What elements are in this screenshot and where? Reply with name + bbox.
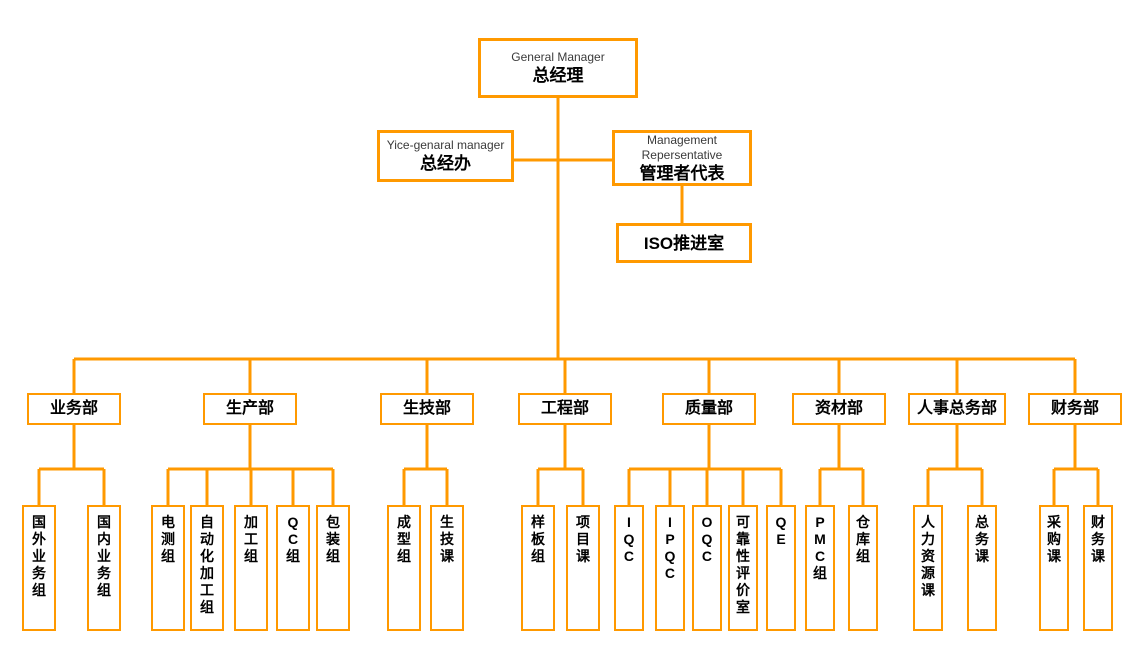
dept-label-production: 生产部 xyxy=(225,400,274,417)
leaf-label-hr-1: 总务课 xyxy=(975,514,989,564)
leaf-node-production-1[interactable]: 自动化加工组 xyxy=(190,505,224,631)
dept-label-engineering: 工程部 xyxy=(540,400,589,417)
leaf-node-finance-1[interactable]: 财务课 xyxy=(1083,505,1113,631)
leaf-node-production-4[interactable]: 包装组 xyxy=(316,505,350,631)
leaf-node-engineering-0[interactable]: 样板组 xyxy=(521,505,555,631)
dept-label-business: 业务部 xyxy=(49,400,98,417)
leaf-node-engineering-1[interactable]: 项目课 xyxy=(566,505,600,631)
vice-general-manager-zh-label: 总经办 xyxy=(420,154,471,173)
node-general-manager[interactable]: General Manager 总经理 xyxy=(478,38,638,98)
leaf-node-tech-1[interactable]: 生技课 xyxy=(430,505,464,631)
dept-label-hr: 人事总务部 xyxy=(916,400,997,417)
leaf-label-tech-1: 生技课 xyxy=(440,514,454,564)
leaf-label-quality-3: 可靠性评价室 xyxy=(736,514,750,615)
leaf-node-business-1[interactable]: 国内业务组 xyxy=(87,505,121,631)
node-iso-office[interactable]: ISO推进室 xyxy=(616,223,752,263)
management-representative-en-label: Management Repersentative xyxy=(641,132,723,162)
iso-office-label: ISO推进室 xyxy=(643,233,725,253)
node-vice-general-manager[interactable]: Yice-genaral manager 总经办 xyxy=(377,130,514,182)
leaf-label-production-0: 电测组 xyxy=(161,514,175,564)
leaf-node-production-0[interactable]: 电测组 xyxy=(151,505,185,631)
leaf-label-business-1: 国内业务组 xyxy=(97,514,111,598)
dept-node-tech[interactable]: 生技部 xyxy=(380,393,474,425)
leaf-node-finance-0[interactable]: 采购课 xyxy=(1039,505,1069,631)
dept-node-finance[interactable]: 财务部 xyxy=(1028,393,1122,425)
leaf-label-engineering-1: 项目课 xyxy=(576,514,590,564)
leaf-node-hr-1[interactable]: 总务课 xyxy=(967,505,997,631)
leaf-node-hr-0[interactable]: 人力资源课 xyxy=(913,505,943,631)
leaf-label-hr-0: 人力资源课 xyxy=(921,514,935,598)
leaf-label-engineering-0: 样板组 xyxy=(531,514,545,564)
dept-node-engineering[interactable]: 工程部 xyxy=(518,393,612,425)
leaf-label-materials-1: 仓库组 xyxy=(856,514,870,564)
dept-label-materials: 资材部 xyxy=(814,400,863,417)
dept-node-materials[interactable]: 资材部 xyxy=(792,393,886,425)
dept-node-quality[interactable]: 质量部 xyxy=(662,393,756,425)
leaf-label-production-2: 加工组 xyxy=(244,514,258,564)
leaf-label-production-4: 包装组 xyxy=(326,514,340,564)
leaf-label-finance-1: 财务课 xyxy=(1091,514,1105,564)
leaf-label-production-1: 自动化加工组 xyxy=(200,514,214,615)
leaf-node-materials-1[interactable]: 仓库组 xyxy=(848,505,878,631)
leaf-node-tech-0[interactable]: 成型组 xyxy=(387,505,421,631)
leaf-node-quality-3[interactable]: 可靠性评价室 xyxy=(728,505,758,631)
leaf-node-business-0[interactable]: 国外业务组 xyxy=(22,505,56,631)
dept-node-production[interactable]: 生产部 xyxy=(203,393,297,425)
leaf-label-tech-0: 成型组 xyxy=(397,514,411,564)
dept-label-quality: 质量部 xyxy=(684,400,733,417)
management-representative-zh-label: 管理者代表 xyxy=(639,163,725,183)
dept-node-business[interactable]: 业务部 xyxy=(27,393,121,425)
vice-general-manager-en-label: Yice-genaral manager xyxy=(386,138,505,152)
general-manager-en-label: General Manager xyxy=(511,50,605,64)
general-manager-zh-label: 总经理 xyxy=(532,66,584,85)
leaf-node-production-2[interactable]: 加工组 xyxy=(234,505,268,631)
dept-label-finance: 财务部 xyxy=(1050,400,1099,417)
leaf-label-finance-0: 采购课 xyxy=(1047,514,1061,564)
leaf-label-business-0: 国外业务组 xyxy=(32,514,46,598)
dept-node-hr[interactable]: 人事总务部 xyxy=(908,393,1006,425)
dept-label-tech: 生技部 xyxy=(402,400,451,417)
